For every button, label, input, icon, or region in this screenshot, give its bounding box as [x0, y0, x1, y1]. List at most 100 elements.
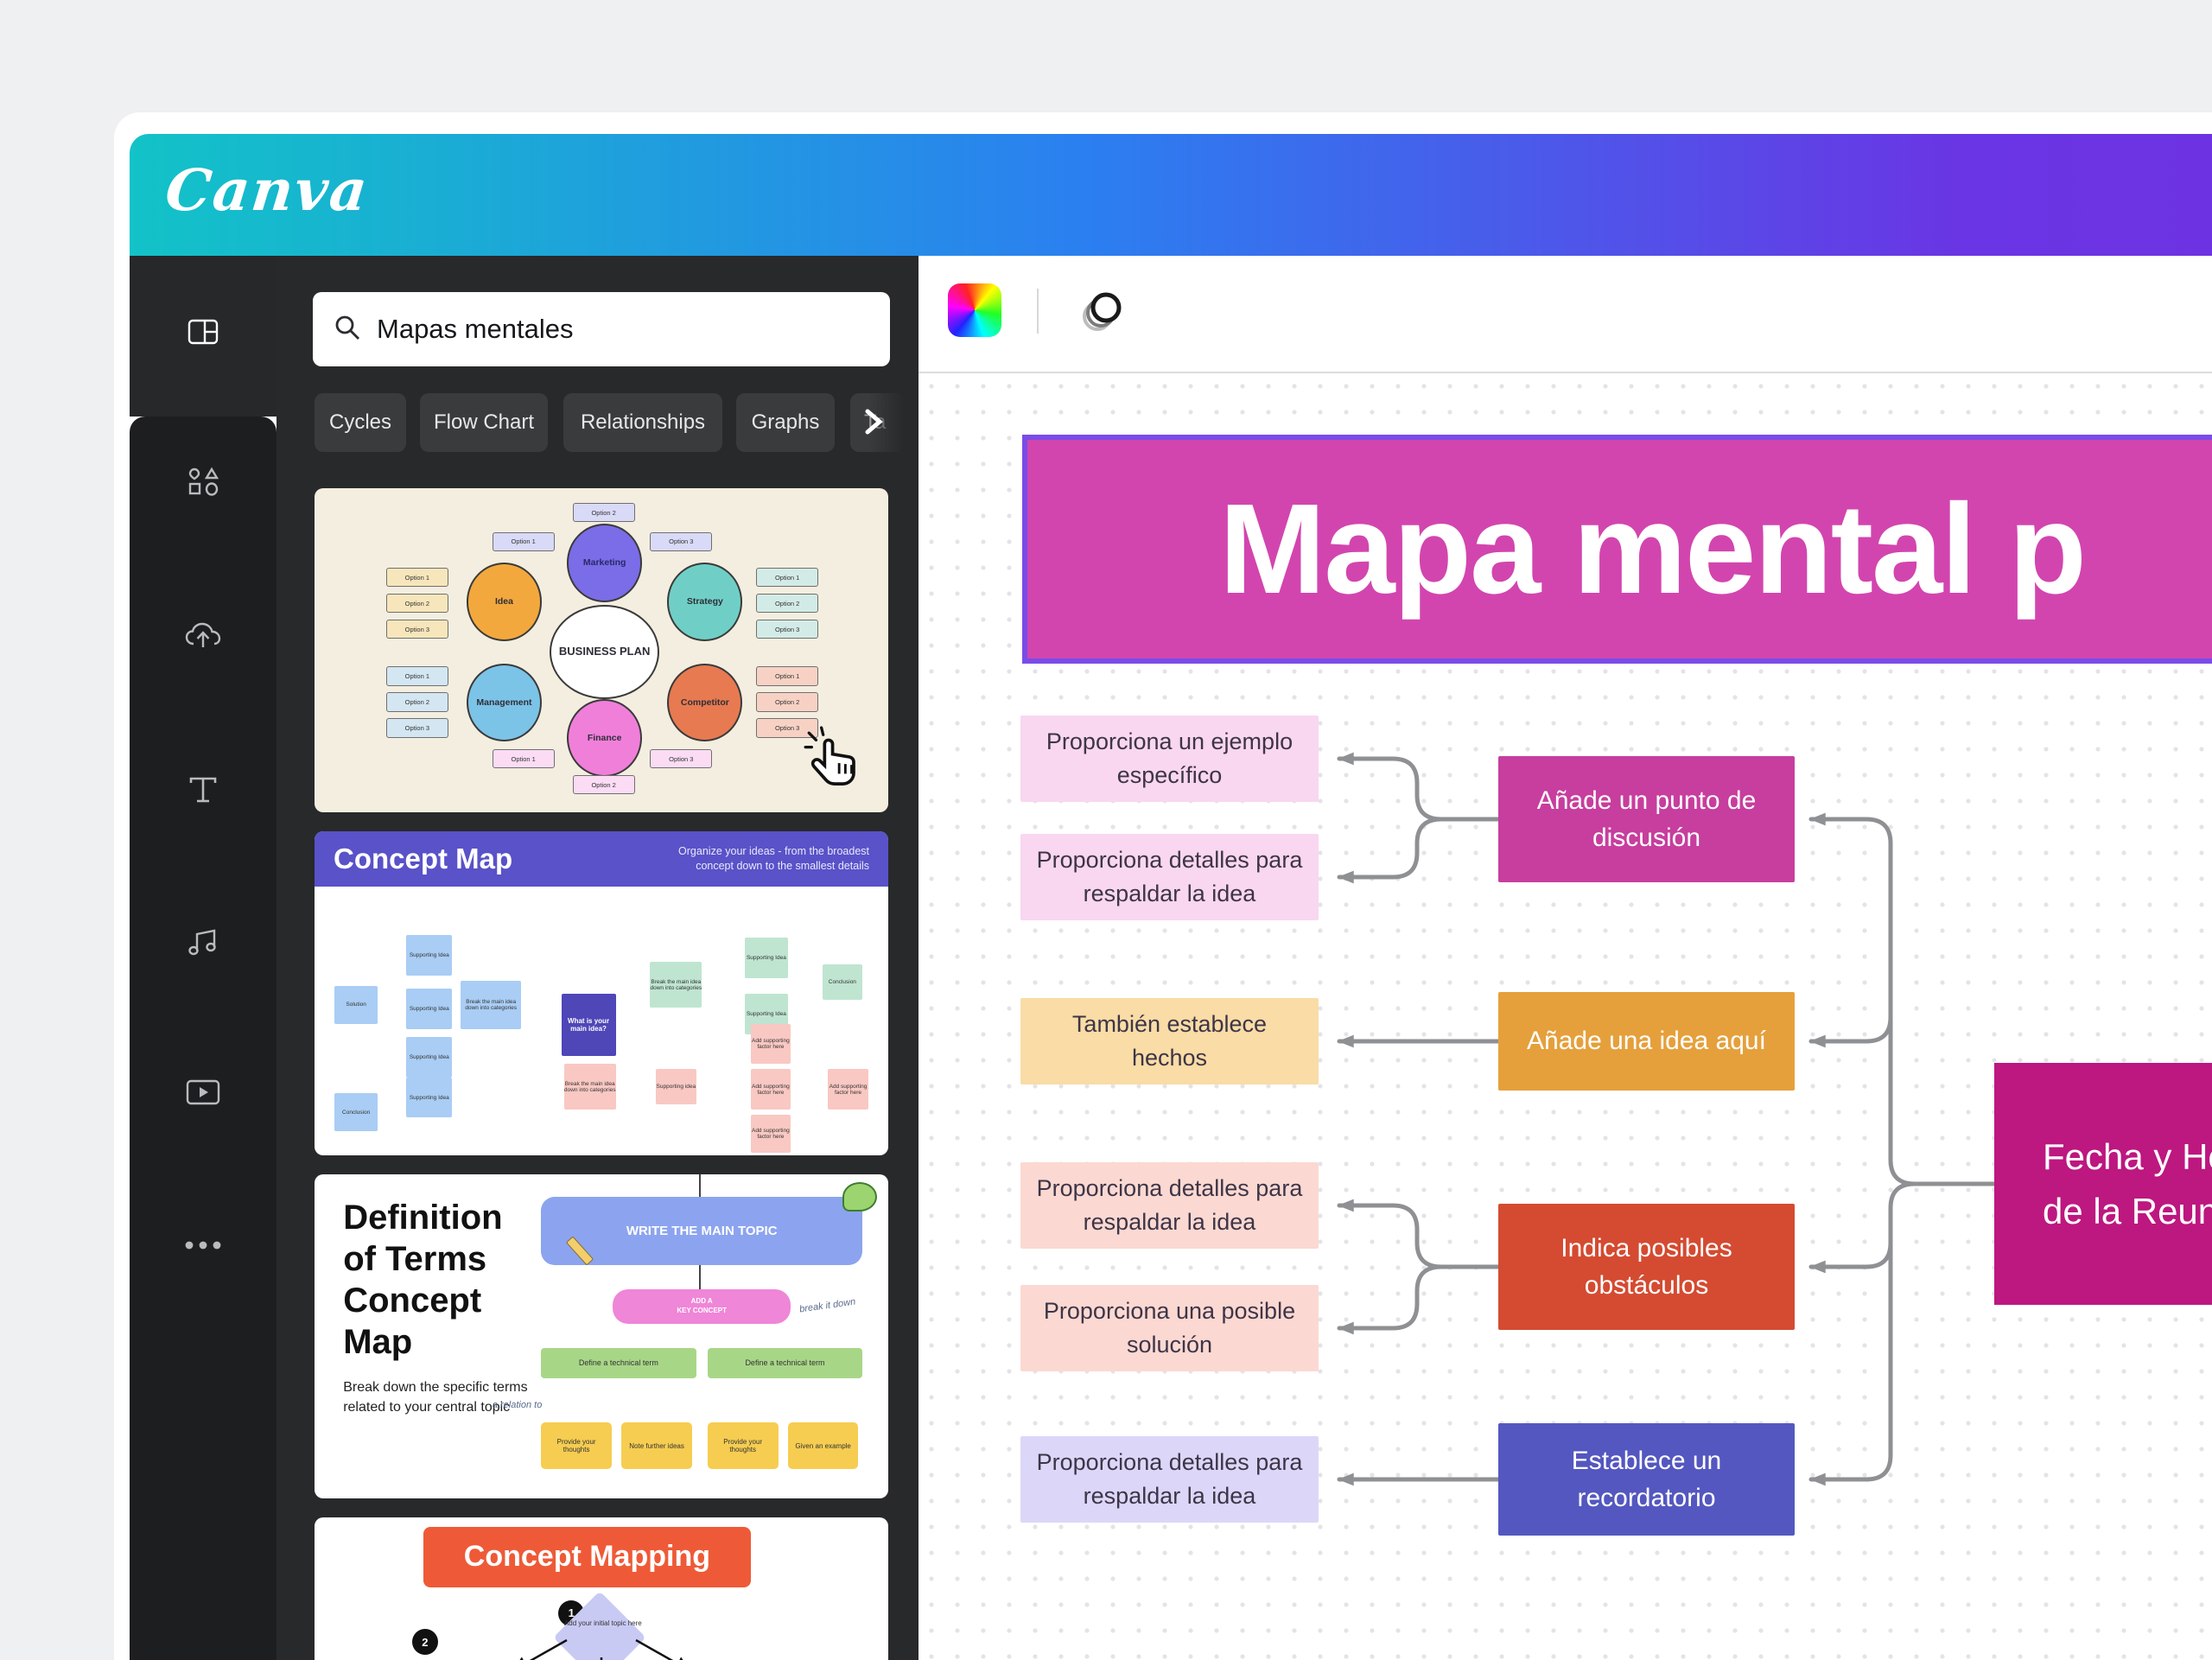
mindmap-node[interactable]: Añade un punto de discusión — [1498, 756, 1795, 882]
mini-header: Concept Map Organize your ideas - from t… — [315, 831, 888, 887]
mini-option: Option 3 — [386, 619, 448, 639]
sidebar-rail — [130, 417, 276, 1660]
sidebar-item-text[interactable] — [130, 766, 276, 817]
mindmap-node[interactable]: Proporciona detalles para respaldar la i… — [1020, 1162, 1319, 1249]
mini-option: Option 1 — [386, 567, 448, 588]
mini-node: Supporting Idea — [406, 989, 453, 1029]
app-header: Canva — [130, 134, 2212, 256]
position-icon[interactable] — [1075, 282, 1132, 343]
color-picker-swatch[interactable] — [948, 283, 1001, 337]
sidebar-item-templates[interactable] — [130, 308, 276, 359]
mini-title: Definition of Terms Concept Map — [343, 1199, 503, 1362]
mini-node: Supporting Idea — [406, 1037, 453, 1078]
mini-node: Note further ideas — [621, 1421, 692, 1470]
mini-option: Option 3 — [650, 531, 713, 551]
page-title-banner[interactable]: Mapa mental p — [1022, 435, 2212, 664]
mini-option: Option 2 — [386, 593, 448, 614]
filter-chip-cycles[interactable]: Cycles — [315, 393, 406, 452]
mini-subtitle: Break down the specific terms related to… — [343, 1380, 528, 1415]
template-thumb-concept-map[interactable]: Concept Map Organize your ideas - from t… — [315, 831, 888, 1155]
mini-spoke: Competitor — [667, 663, 743, 741]
hand-cursor-icon — [804, 726, 864, 798]
mini-option: Option 3 — [650, 748, 713, 769]
mini-node: Define a technical term — [541, 1347, 696, 1379]
mindmap-node[interactable]: Proporciona una posible solución — [1020, 1285, 1319, 1371]
chevron-right-icon[interactable] — [862, 404, 885, 443]
mini-option: Option 2 — [756, 593, 818, 614]
mini-option: Option 2 — [756, 692, 818, 712]
uploads-icon — [185, 621, 221, 655]
mindmap-node[interactable]: Proporciona detalles para respaldar la i… — [1020, 1436, 1319, 1523]
template-thumb-concept-mapping[interactable]: Concept Mapping 1 2 Add your initial top… — [315, 1517, 888, 1660]
annotation: a relation to — [492, 1399, 543, 1410]
mini-node: WRITE THE MAIN TOPIC — [541, 1197, 863, 1265]
sidebar-item-elements[interactable] — [130, 458, 276, 510]
chip-fade — [869, 393, 904, 452]
mini-option: Option 3 — [386, 718, 448, 738]
filter-chip-flow-chart[interactable]: Flow Chart — [420, 393, 548, 452]
template-thumb-business-plan[interactable]: BUSINESS PLAN Marketing Idea Strategy Ma… — [315, 488, 888, 812]
mini-node: Supporting idea — [656, 1069, 696, 1104]
mini-line — [698, 1174, 701, 1198]
mindmap-node[interactable]: Proporciona detalles para respaldar la i… — [1020, 834, 1319, 920]
search-bar — [313, 292, 890, 366]
mini-spoke: Finance — [567, 698, 643, 777]
mini-node: Solution — [334, 986, 378, 1024]
sidebar-item-audio[interactable] — [130, 918, 276, 970]
mini-spoke: Idea — [466, 563, 542, 641]
mini-option: Option 1 — [756, 666, 818, 686]
mini-option: Option 2 — [572, 502, 635, 523]
annotation: break it down — [798, 1296, 857, 1315]
mini-node: Add supporting factor here — [750, 1115, 791, 1153]
page-title: Mapa mental p — [1219, 477, 2087, 620]
sidebar-item-videos[interactable] — [130, 1068, 276, 1120]
mindmap-node[interactable]: Añade una idea aquí — [1498, 992, 1795, 1091]
toolbar-border — [918, 372, 2212, 373]
mindmap-node[interactable]: Indica posibles obstáculos — [1498, 1204, 1795, 1330]
search-icon — [334, 314, 361, 346]
mindmap-node[interactable]: Proporciona un ejemplo específico — [1020, 716, 1319, 802]
mini-title: Concept Map — [334, 843, 513, 875]
mini-node: Add supporting factor here — [750, 1023, 791, 1065]
filter-chip-graphs[interactable]: Graphs — [736, 393, 835, 452]
template-thumb-definition-of-terms[interactable]: Definition of Terms Concept Map Break do… — [315, 1174, 888, 1498]
mini-spoke: Marketing — [567, 524, 643, 602]
chip-label: Cycles — [328, 410, 391, 434]
mini-node: Break the main idea down into categories — [650, 962, 702, 1008]
chip-label: Relationships — [580, 410, 706, 434]
mini-node: Add supporting factor here — [828, 1069, 868, 1110]
mini-node: ADD A KEY CONCEPT — [613, 1289, 791, 1324]
templates-panel: Cycles Flow Chart Relationships Graphs T… — [276, 256, 918, 1660]
mini-center-node: BUSINESS PLAN — [550, 605, 660, 699]
mini-option: Option 1 — [492, 748, 555, 769]
mini-option: Option 2 — [572, 774, 635, 795]
mini-line — [698, 1265, 701, 1290]
mini-option: Option 3 — [756, 619, 818, 639]
sidebar-item-uploads[interactable] — [130, 612, 276, 664]
mini-node: Conclusion — [822, 964, 863, 1000]
mindmap-root-node[interactable]: Fecha y Hora de la Reunión — [1994, 1063, 2212, 1305]
mindmap-node[interactable]: Establece un recordatorio — [1498, 1423, 1795, 1536]
mini-option: Option 1 — [756, 567, 818, 588]
chip-label: Graphs — [751, 410, 820, 434]
mini-node: Provide your thoughts — [541, 1421, 612, 1470]
mini-node: Add supporting factor here — [750, 1069, 791, 1110]
text-icon — [188, 775, 219, 809]
mini-option: Option 2 — [386, 692, 448, 712]
sidebar-item-more[interactable] — [130, 1220, 276, 1272]
mini-node: Break the main idea down into categories — [461, 980, 522, 1029]
mini-option: Option 1 — [386, 666, 448, 686]
filter-chip-relationships[interactable]: Relationships — [563, 393, 722, 452]
balloon-icon — [842, 1182, 877, 1212]
mini-diamond-label: Add your initial topic here — [563, 1619, 642, 1628]
elements-icon — [187, 467, 219, 502]
search-input[interactable] — [375, 313, 869, 346]
mini-node: Supporting Idea — [406, 934, 453, 976]
mindmap-node[interactable]: También establece hechos — [1020, 998, 1319, 1084]
mini-spoke: Management — [466, 663, 542, 741]
toolbar-divider — [1037, 289, 1039, 334]
mini-option: Option 3 — [756, 718, 818, 738]
mini-node: Break the main idea down into categories — [563, 1064, 616, 1110]
videos-icon — [186, 1079, 220, 1110]
mini-node: What is your main idea? — [561, 994, 616, 1056]
